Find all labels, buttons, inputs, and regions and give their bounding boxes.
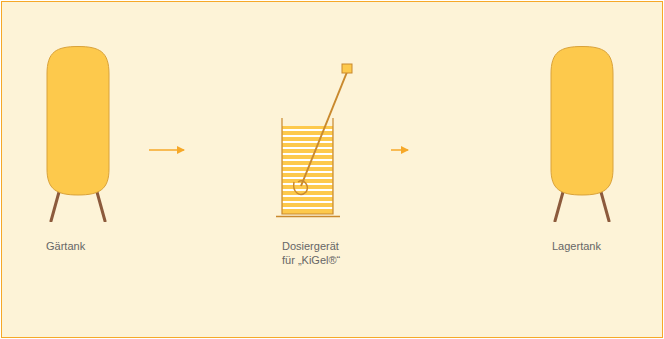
tank-outline: [550, 46, 614, 222]
node-label: Gärtank: [46, 239, 146, 253]
flow-arrow: [149, 149, 184, 151]
tank-outline: [46, 46, 110, 222]
node-label: Dosiergerät für „KiGel®“: [282, 239, 348, 267]
tank: Lagertank: [550, 46, 614, 253]
dosing-beaker: [276, 46, 356, 222]
node-label: Lagertank: [552, 239, 652, 253]
dosing-device: Dosiergerät für „KiGel®“: [276, 46, 356, 267]
tank: Gärtank: [46, 46, 110, 253]
flow-arrow: [391, 149, 408, 151]
